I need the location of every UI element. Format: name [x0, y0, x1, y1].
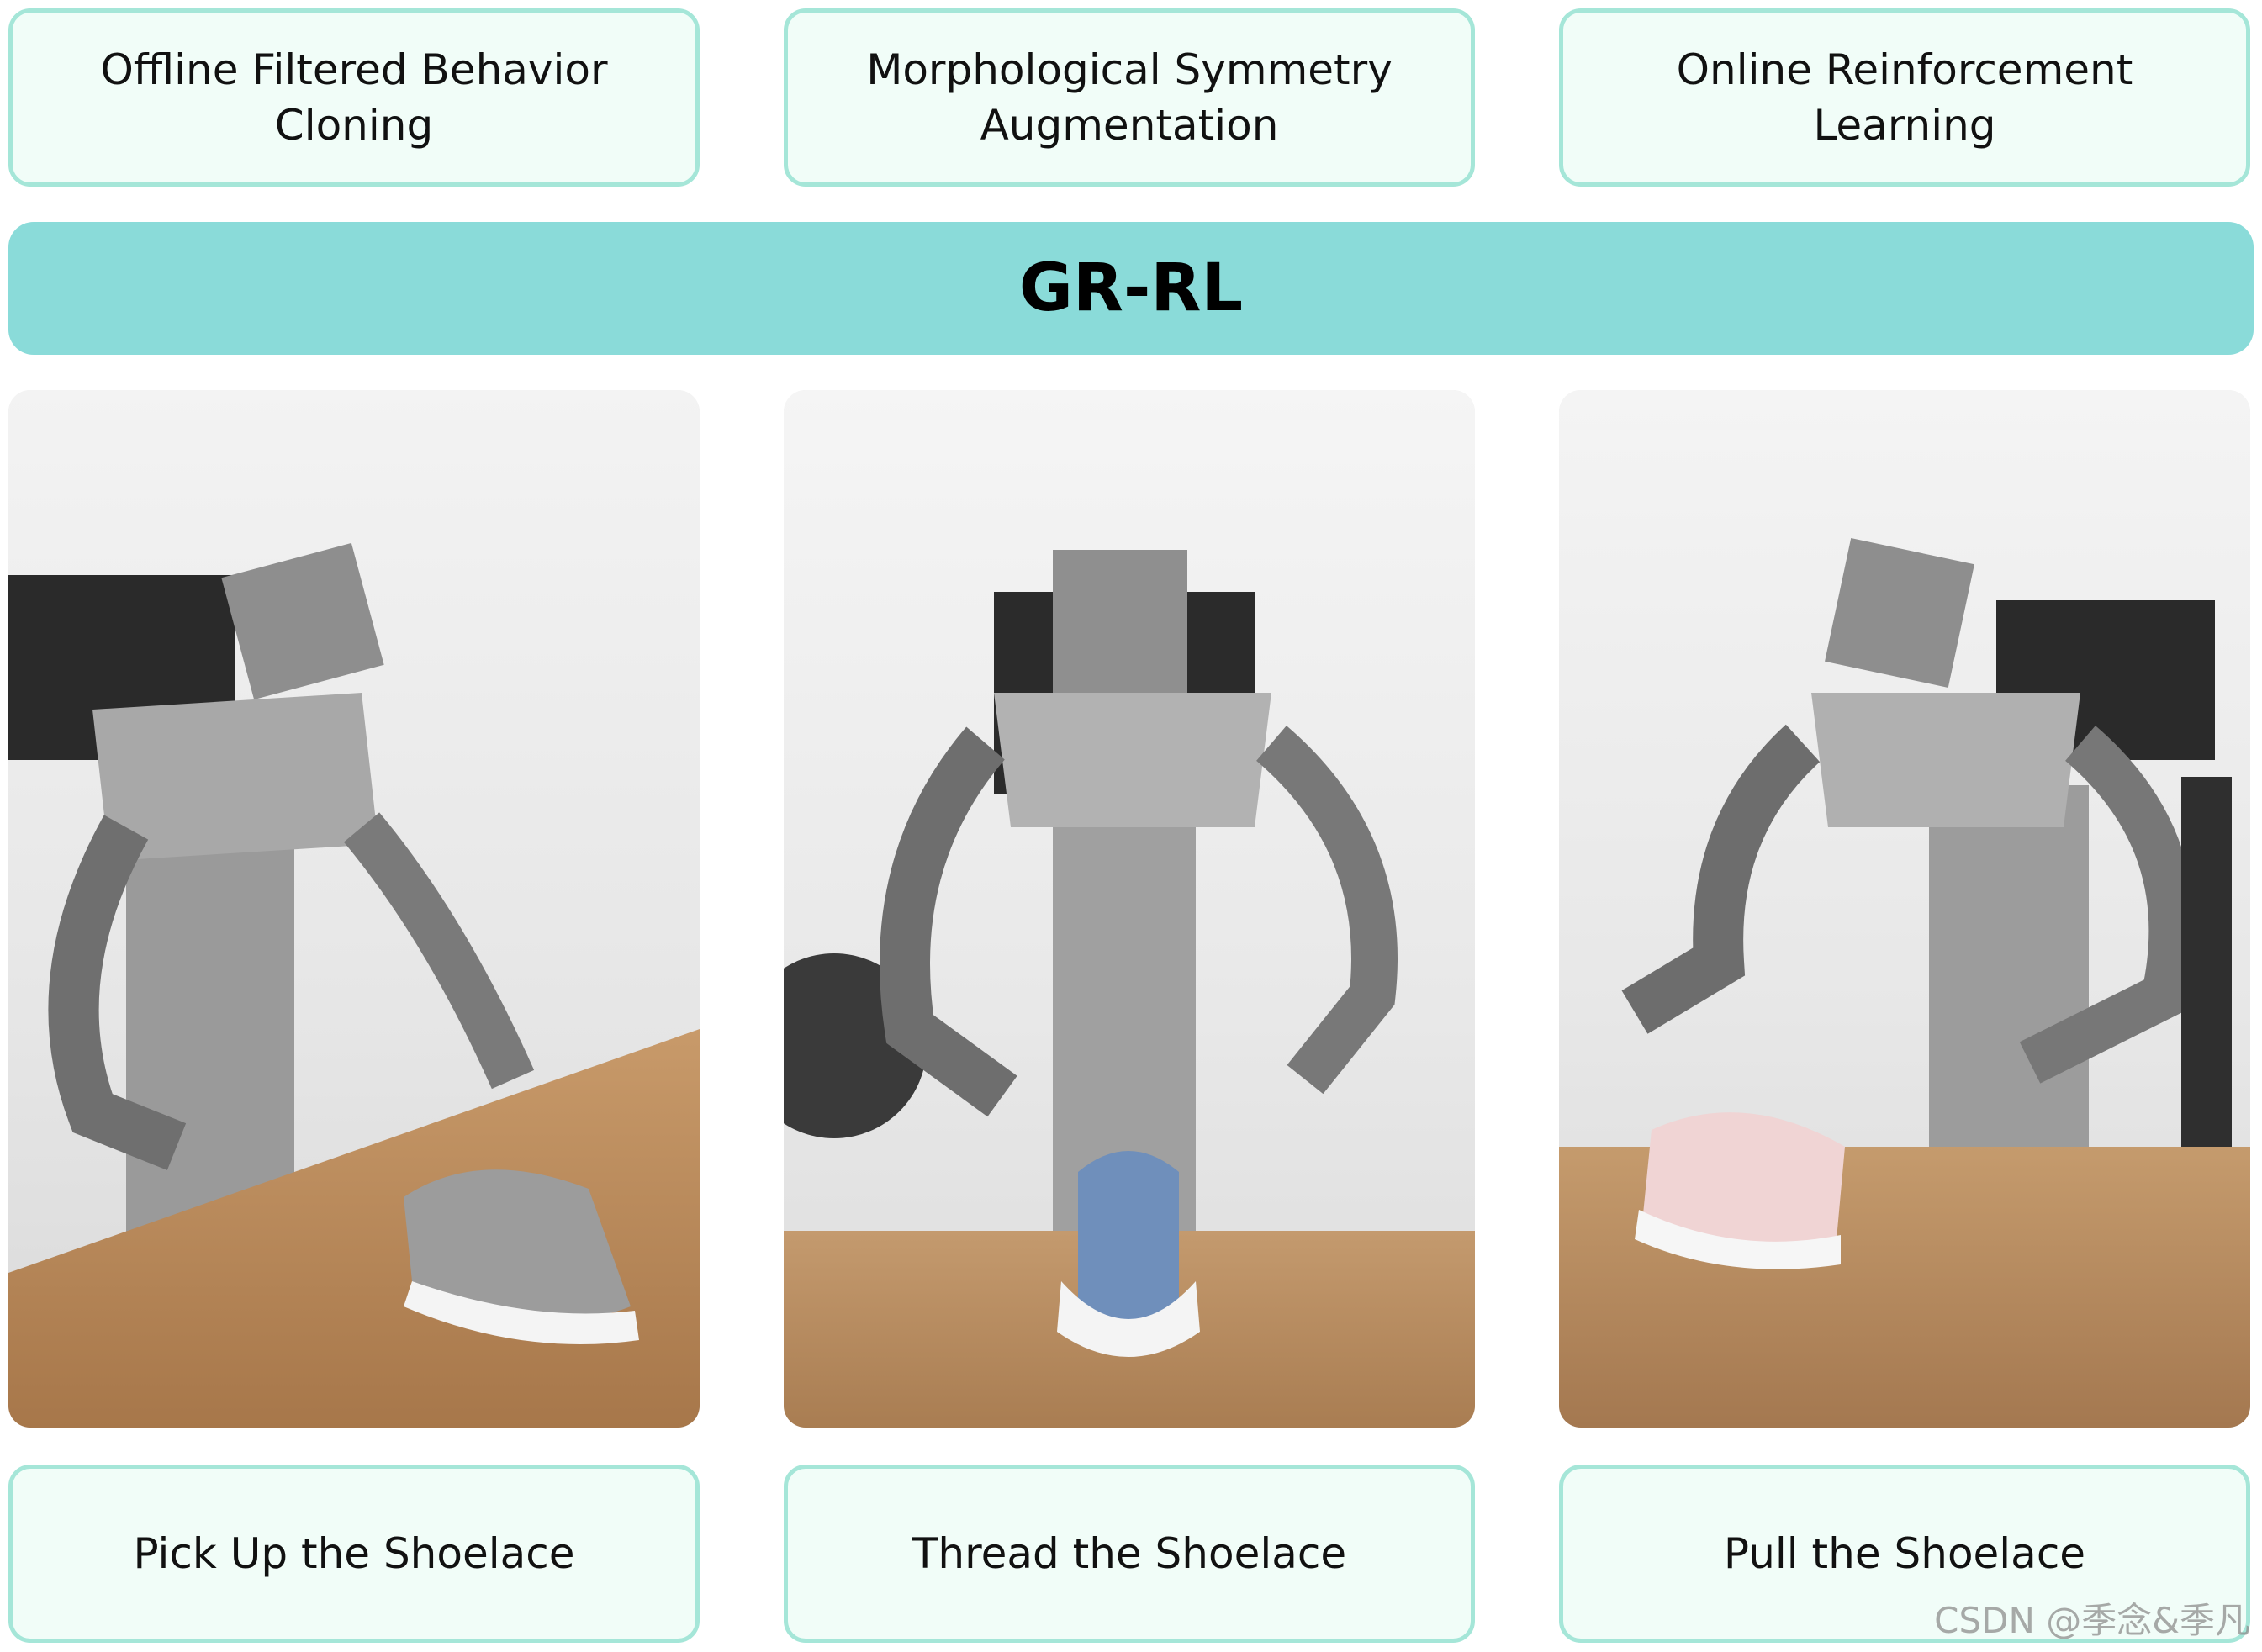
robot-thread-illustration — [784, 390, 1475, 1428]
task-box-thread: Thread the Shoelace — [784, 1465, 1475, 1643]
banner-title: GR-RL — [1018, 251, 1244, 326]
task-box-pull: Pull the Shoelace — [1559, 1465, 2250, 1643]
robot-pick-photo — [8, 390, 700, 1428]
robot-pull-illustration — [1559, 390, 2250, 1428]
task-label: Thread the Shoelace — [912, 1529, 1347, 1578]
method-box-online-rl: Online Reinforcement Learning — [1559, 8, 2250, 187]
method-label: Morphological Symmetry Augmentation — [866, 45, 1393, 150]
task-box-pick: Pick Up the Shoelace — [8, 1465, 700, 1643]
gr-rl-banner: GR-RL — [8, 222, 2254, 355]
task-label: Pull the Shoelace — [1723, 1529, 2086, 1578]
method-box-offline-bc: Offline Filtered Behavior Cloning — [8, 8, 700, 187]
robot-pull-photo — [1559, 390, 2250, 1428]
robot-thread-photo — [784, 390, 1475, 1428]
method-label: Online Reinforcement Learning — [1676, 45, 2133, 150]
method-label: Offline Filtered Behavior Cloning — [100, 45, 608, 150]
robot-pick-illustration — [8, 390, 700, 1428]
task-label: Pick Up the Shoelace — [133, 1529, 575, 1578]
method-box-symmetry-augmentation: Morphological Symmetry Augmentation — [784, 8, 1475, 187]
watermark: CSDN @季念&季凡 — [1934, 1600, 2250, 1641]
